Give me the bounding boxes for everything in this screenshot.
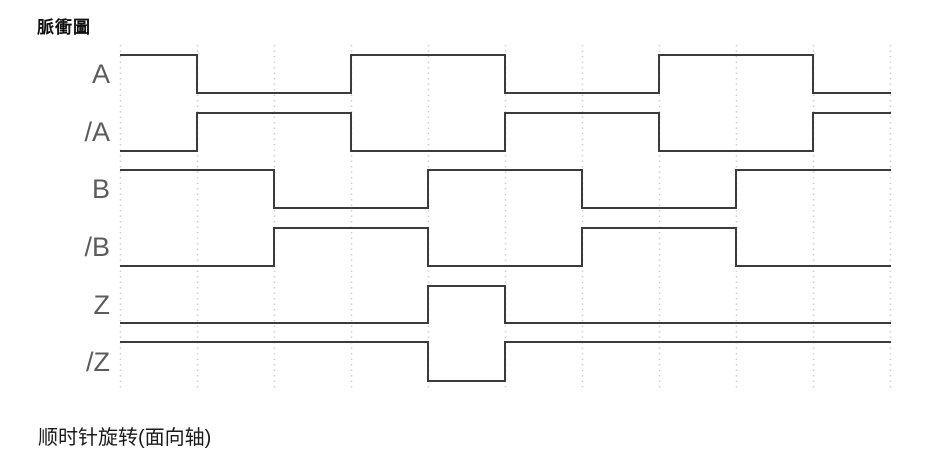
signal-label-A: A [91, 59, 110, 89]
signal-label-not-Z: /Z [86, 346, 110, 377]
waveform-not-A [120, 112, 891, 152]
signal-label-Z: Z [93, 289, 111, 320]
signal-label-B: B [91, 174, 110, 204]
signal-label-not-B: /B [84, 232, 110, 262]
waveform-not-B [120, 227, 891, 267]
page-title: 脈衝圖 [37, 18, 91, 37]
waveform-not-Z [120, 341, 891, 382]
waveform-A [120, 54, 891, 94]
waveform-B [120, 169, 891, 209]
timing-diagram: A/A B/B Z/Z [84, 45, 892, 390]
signal-label-not-A: /A [84, 117, 110, 147]
rotation-caption: 顺时针旋转(面向轴) [38, 427, 212, 449]
waveform-plot [119, 45, 892, 390]
waveform-Z [120, 285, 891, 324]
